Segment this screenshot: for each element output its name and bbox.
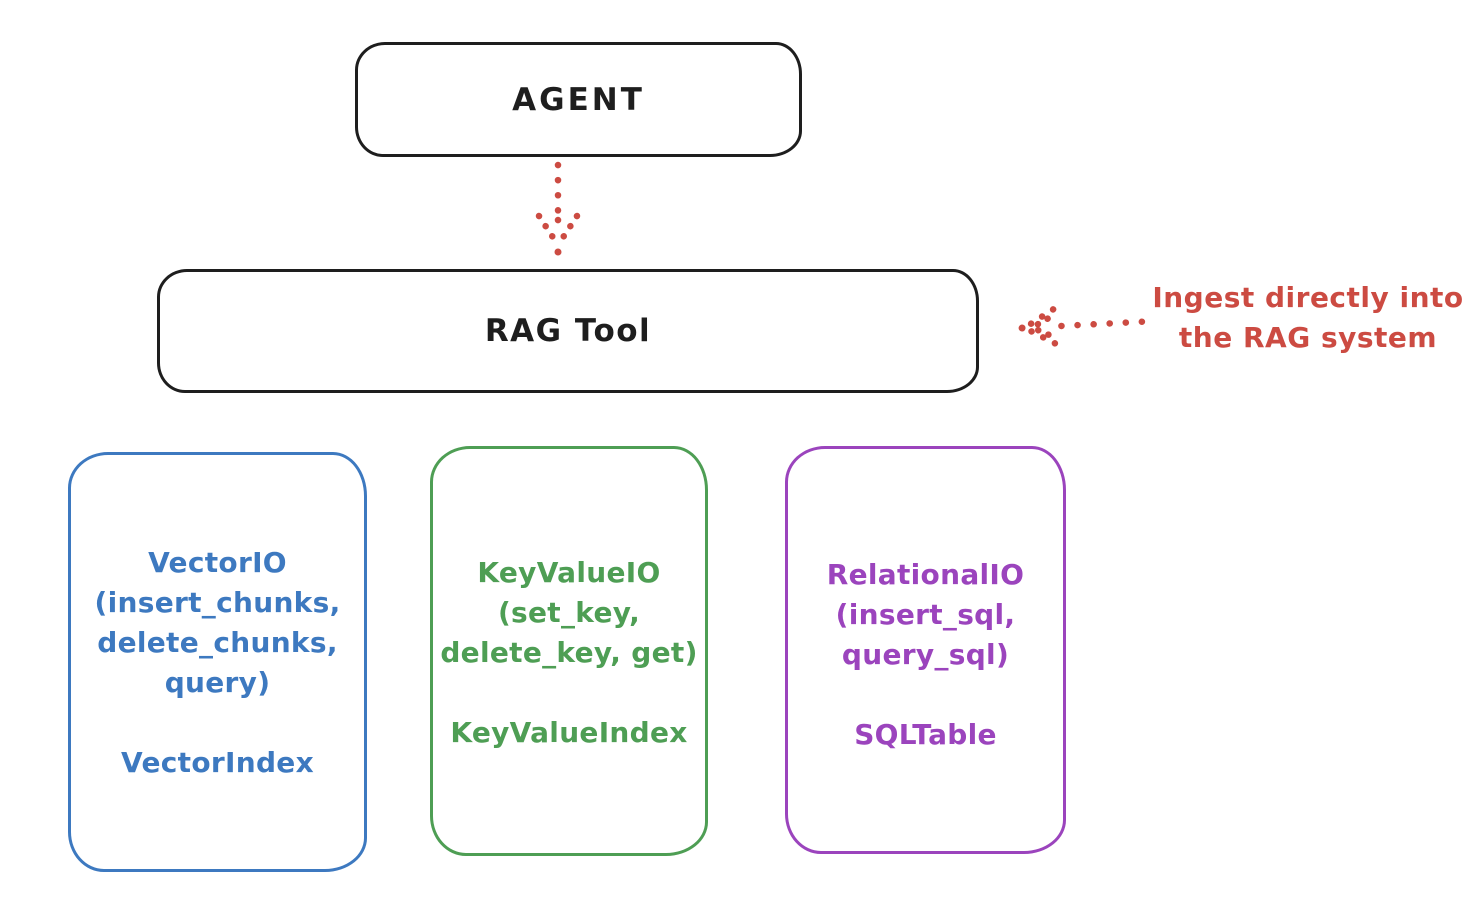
relational-io-methods-line-1: (insert_sql,	[835, 598, 1016, 631]
keyvalue-io-title: KeyValueIO	[477, 556, 661, 589]
sql-table-label: SQLTable	[854, 718, 997, 751]
relational-io-box: RelationalIO (insert_sql, query_sql) SQL…	[785, 446, 1066, 854]
agent-box-label: AGENT	[512, 81, 645, 118]
left-arrow-icon	[1018, 306, 1146, 347]
down-arrow-icon	[535, 161, 581, 256]
vector-io-title: VectorIO	[148, 546, 287, 579]
vector-io-methods-line-1: (insert_chunks,	[94, 586, 341, 619]
arrow-tip-dot	[1018, 324, 1026, 332]
annotation-text: Ingest directly into the RAG system	[1140, 278, 1476, 358]
keyvalue-index-label: KeyValueIndex	[450, 716, 688, 749]
vector-io-box: VectorIO (insert_chunks, delete_chunks, …	[68, 452, 367, 872]
agent-box: AGENT	[355, 42, 802, 157]
vector-index-label: VectorIndex	[121, 746, 314, 779]
keyvalue-io-methods-line-2: delete_key, get)	[440, 636, 698, 669]
keyvalue-io-box: KeyValueIO (set_key, delete_key, get) Ke…	[430, 446, 708, 856]
vector-io-methods-line-3: query)	[164, 666, 271, 699]
relational-io-title: RelationalIO	[826, 558, 1025, 591]
keyvalue-io-methods-line-1: (set_key,	[497, 596, 641, 629]
rag-tool-box-label: RAG Tool	[484, 313, 652, 349]
relational-io-methods-line-2: query_sql)	[841, 638, 1010, 671]
vector-io-methods-line-2: delete_chunks,	[97, 626, 338, 659]
annotation-line-1: Ingest directly into	[1152, 281, 1464, 314]
rag-tool-box: RAG Tool	[157, 269, 979, 393]
arrow-tip-dot	[554, 248, 562, 256]
annotation-line-2: the RAG system	[1178, 321, 1438, 354]
